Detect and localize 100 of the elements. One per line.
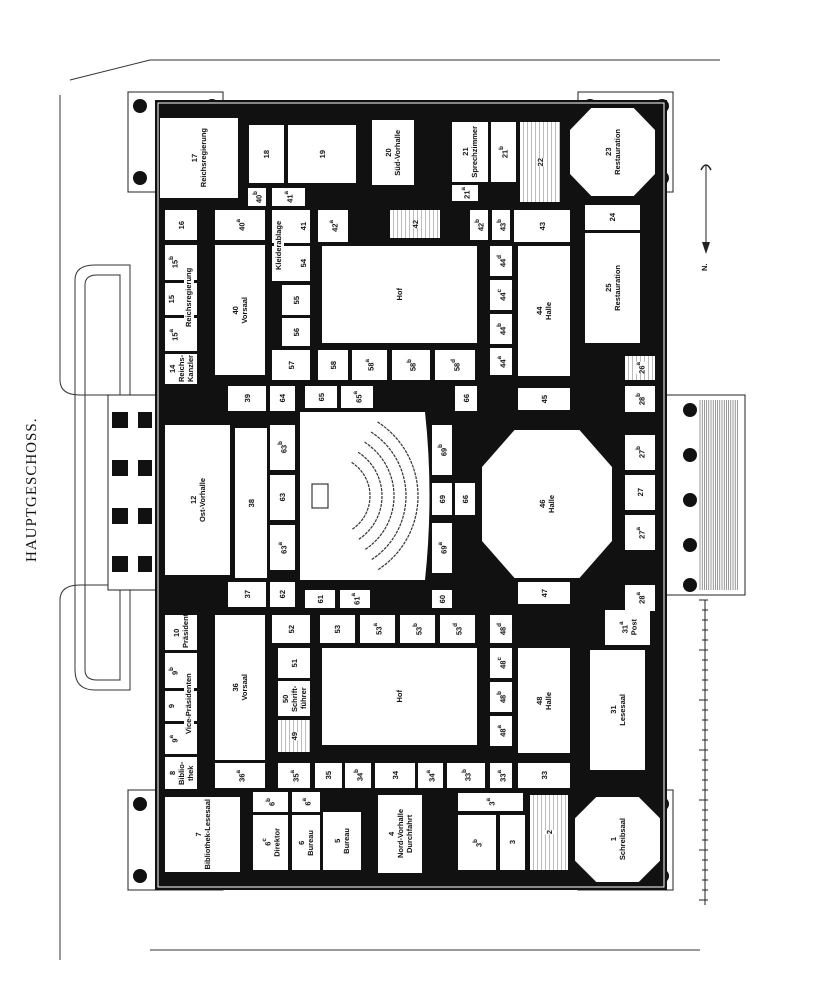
room [322, 246, 477, 343]
room [625, 386, 655, 412]
room [514, 210, 570, 242]
room [455, 483, 475, 515]
room [490, 682, 512, 712]
room [345, 763, 371, 788]
room [432, 523, 452, 573]
room [270, 386, 295, 411]
staircase-room [278, 720, 310, 752]
room [253, 792, 288, 812]
room [452, 185, 478, 201]
room [165, 757, 197, 789]
staircase-room [625, 356, 655, 380]
room [432, 483, 452, 515]
room [490, 615, 512, 643]
room [590, 650, 645, 770]
room [518, 763, 570, 788]
room [278, 763, 310, 788]
room [490, 648, 512, 678]
room [270, 425, 295, 470]
room [322, 648, 477, 745]
room [490, 716, 512, 746]
room [435, 350, 475, 380]
room [400, 615, 435, 643]
room [490, 348, 512, 375]
room [518, 582, 570, 604]
room [341, 386, 373, 408]
room [458, 815, 496, 870]
room [228, 582, 266, 607]
room [625, 475, 655, 510]
room [292, 792, 320, 812]
room [585, 205, 640, 230]
room [447, 763, 485, 788]
room [235, 428, 267, 578]
room [270, 582, 295, 607]
room [585, 233, 640, 343]
room [228, 386, 266, 411]
room [318, 350, 348, 380]
room [272, 188, 305, 206]
room [452, 122, 488, 182]
room [352, 350, 387, 380]
room [272, 615, 310, 643]
room [470, 210, 488, 240]
room [432, 425, 452, 475]
room [165, 354, 197, 384]
room [458, 793, 523, 811]
room [253, 815, 288, 870]
room [378, 795, 422, 873]
room [490, 763, 512, 788]
room [605, 610, 650, 645]
room [288, 125, 356, 183]
room [215, 245, 265, 375]
room [392, 350, 430, 380]
room [282, 318, 310, 346]
room [315, 763, 342, 788]
room [160, 118, 238, 198]
room [491, 122, 516, 182]
room [490, 314, 512, 344]
room [372, 120, 414, 185]
staircase-room [390, 210, 440, 238]
room [165, 797, 240, 872]
room [625, 585, 655, 611]
room [360, 615, 395, 643]
room [165, 210, 197, 240]
room [518, 388, 570, 410]
room [249, 125, 284, 183]
room [270, 475, 295, 520]
room [490, 246, 512, 276]
room [305, 386, 337, 408]
room [518, 246, 570, 376]
room [278, 648, 310, 678]
room [305, 590, 335, 608]
room [278, 681, 310, 716]
room [455, 386, 477, 411]
room [318, 210, 348, 242]
room [625, 435, 655, 470]
room [323, 812, 361, 870]
room [165, 425, 230, 575]
room [292, 815, 320, 870]
room [490, 280, 512, 310]
room [492, 210, 510, 240]
room [440, 615, 475, 643]
room [432, 590, 452, 608]
staircase-room [520, 122, 560, 202]
room [320, 615, 355, 643]
room [215, 210, 265, 240]
room [215, 763, 265, 788]
room [340, 590, 370, 608]
room [518, 648, 570, 753]
room [215, 615, 265, 760]
plan-title: HAUPTGESCHOSS. [28, 416, 41, 564]
room [282, 285, 310, 315]
room [165, 615, 197, 650]
staircase-room [530, 795, 568, 870]
room [500, 815, 525, 870]
room [272, 350, 310, 380]
room [418, 763, 443, 788]
room [625, 515, 655, 550]
room [270, 525, 295, 570]
room [375, 763, 415, 788]
